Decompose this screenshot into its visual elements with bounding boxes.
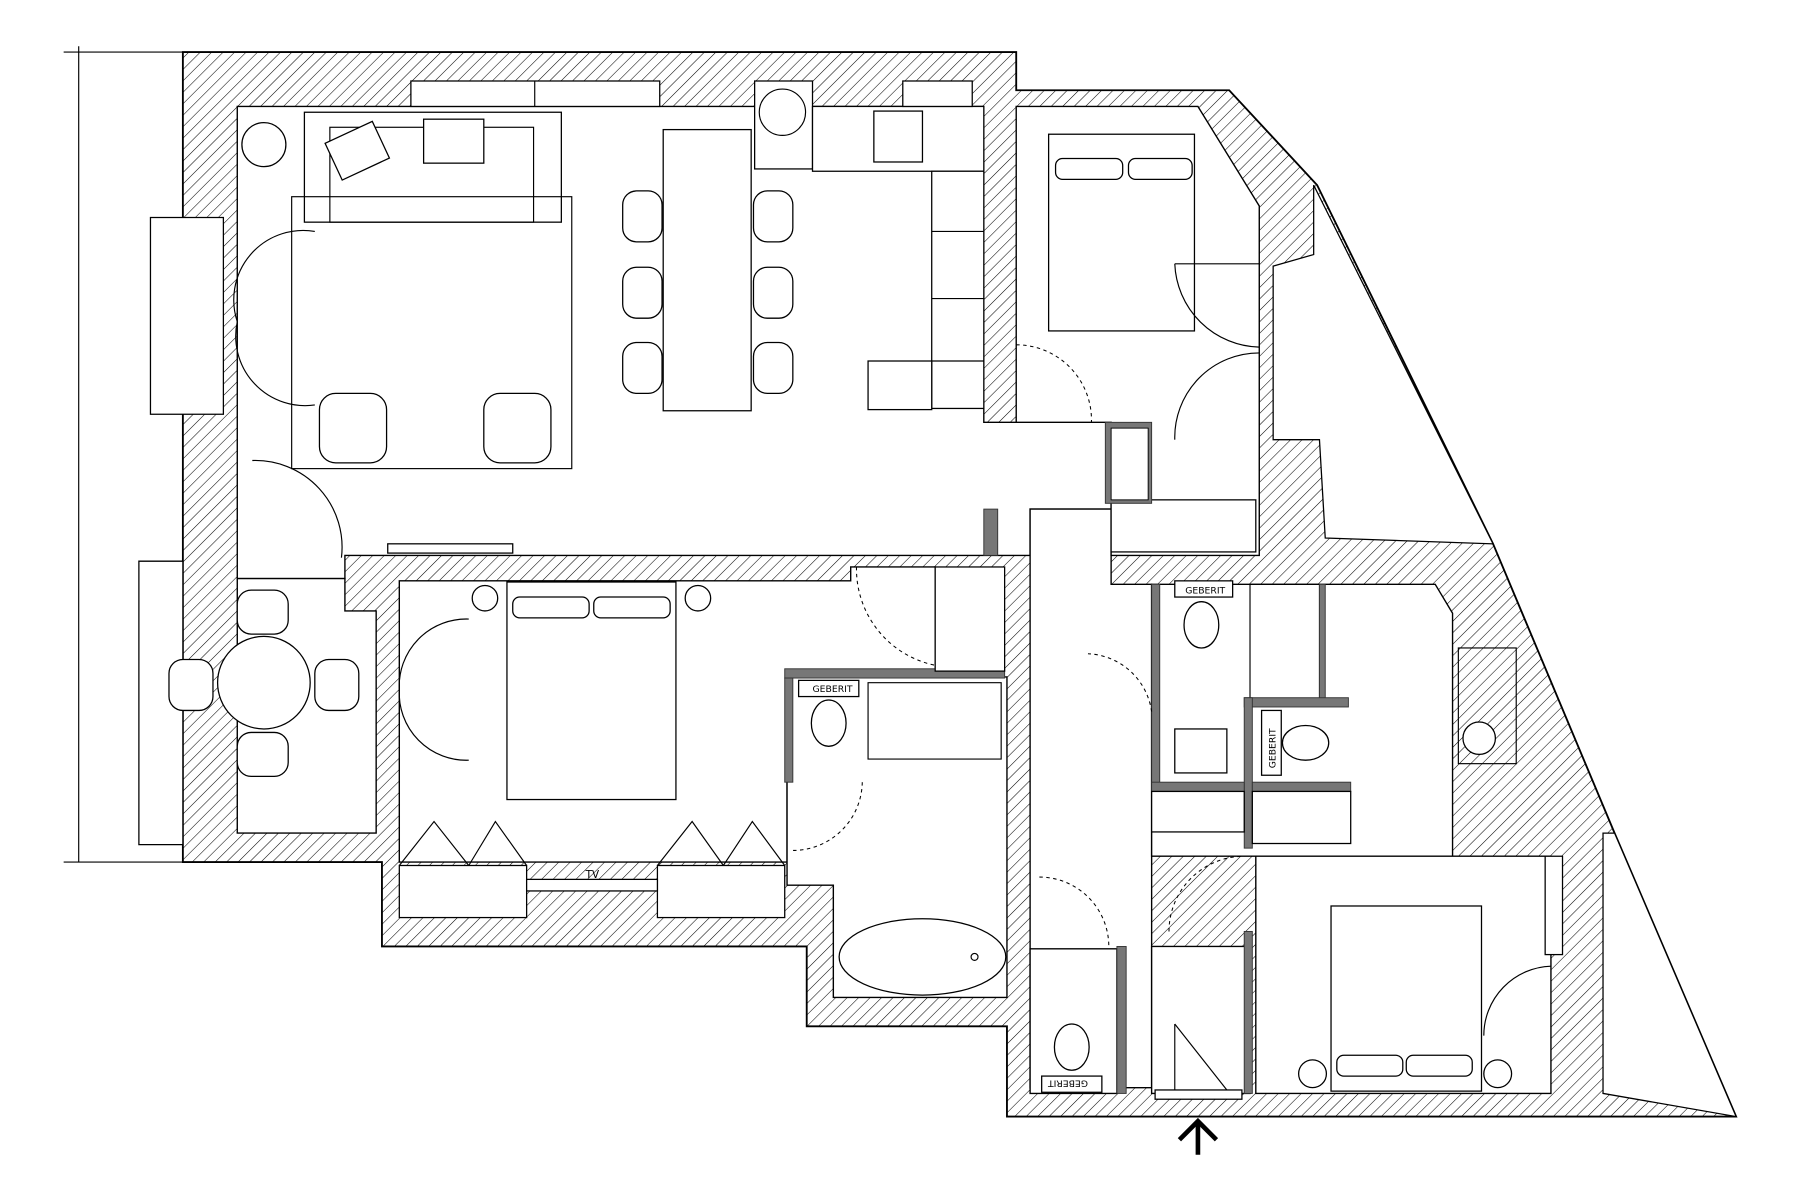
cushion: [324, 120, 391, 181]
dining-chairs: [622, 190, 794, 395]
wardrobe: [1251, 790, 1352, 845]
tv-unit: [525, 878, 659, 892]
entry-hall: [1150, 945, 1251, 1095]
toilet: [810, 699, 847, 747]
kitchen-sink: [873, 110, 924, 163]
shower: [867, 682, 1002, 760]
fridge: [754, 80, 814, 170]
cistern-panel: [1174, 580, 1234, 598]
wardrobe: [656, 864, 786, 919]
entrance-door[interactable]: [1154, 1089, 1243, 1100]
kitchen-upper-cabinet: [902, 80, 973, 108]
geberit-label: GEBERIT: [813, 684, 853, 695]
sink: [1174, 728, 1228, 774]
wardrobe: [398, 864, 528, 919]
balcony-ne: [1272, 184, 1495, 545]
geberit-label: GEBERIT: [1185, 586, 1225, 597]
armchair: [318, 392, 388, 464]
kitchen-tall-units: [931, 170, 985, 410]
wardrobe: [1150, 790, 1245, 833]
wardrobe: [1110, 499, 1257, 553]
cushion: [422, 118, 485, 164]
wc-room: [1029, 948, 1118, 1095]
bathroom-1-fixtures: GEBERIT: [784, 508, 1007, 996]
arrow-up-icon: [1177, 1117, 1219, 1155]
toilet: [1053, 1023, 1090, 1071]
rug: [291, 196, 573, 470]
dining-table: [662, 128, 752, 412]
cistern-panel: [1041, 1075, 1103, 1093]
window-left: [149, 216, 225, 415]
bathroom-2-fixtures: GEBERIT GEBERIT: [1087, 580, 1517, 849]
living-furniture: [233, 80, 985, 558]
toilet: [1281, 724, 1330, 761]
radiator: [387, 543, 514, 554]
wc-and-entry: GEBERIT: [1039, 876, 1253, 1100]
bedroom-ne-furniture: [1016, 133, 1260, 553]
tv-label: TV: [585, 869, 600, 881]
cistern-panel: [797, 679, 860, 698]
toilet: [1183, 601, 1220, 649]
geberit-label: GEBERIT: [1048, 1078, 1088, 1089]
balcony-se: [1602, 832, 1738, 1118]
washbasin: [1457, 647, 1517, 765]
bedroom-se-furniture: [1168, 855, 1564, 1092]
bathroom-1: [786, 676, 1008, 999]
armchair: [483, 392, 552, 464]
dining-set: [168, 589, 360, 778]
round-table: [216, 635, 311, 730]
geberit-label: GEBERIT: [1267, 728, 1278, 768]
balcony-left: [138, 560, 184, 846]
cistern-panel-vertical: [1260, 709, 1282, 776]
site-lines: [63, 46, 183, 863]
bathtub: [838, 918, 1007, 996]
bedroom-1-furniture: TV: [398, 581, 786, 919]
side-table: [241, 122, 287, 168]
